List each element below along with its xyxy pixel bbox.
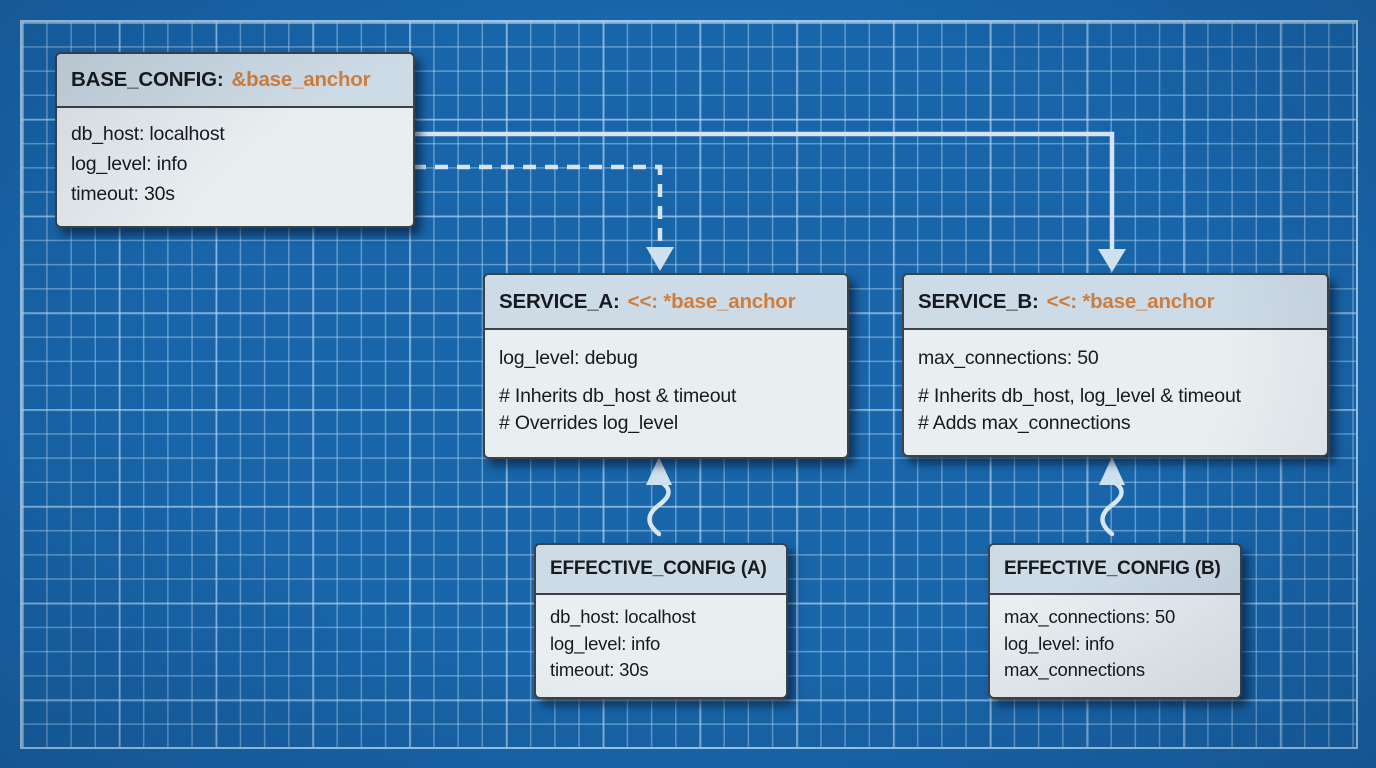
effective-config-b-header: EFFECTIVE_CONFIG (B): [990, 545, 1240, 595]
service-a-title: SERVICE_A:: [499, 289, 620, 313]
service-b-box: SERVICE_B: <<: *base_anchor max_connecti…: [902, 273, 1329, 457]
arrowhead-up-icon: [646, 457, 672, 485]
service-a-box: SERVICE_A: <<: *base_anchor log_level: d…: [483, 273, 849, 459]
effective-config-a-title: EFFECTIVE_CONFIG (A): [550, 558, 767, 579]
wave-merge-arrow-b: [1099, 457, 1125, 537]
service-b-merge-label: <<: *base_anchor: [1046, 289, 1215, 313]
config-line: max_connections: 50: [1004, 606, 1176, 627]
config-line: log_level: info: [1004, 632, 1115, 654]
service-a-merge-label: <<: *base_anchor: [627, 289, 796, 313]
effective-config-b-title: EFFECTIVE_CONFIG (B): [1004, 558, 1221, 579]
effective-config-a-box: EFFECTIVE_CONFIG (A) db_host: localhost …: [534, 543, 788, 699]
comment-line: # Adds max_connections: [918, 412, 1131, 434]
base-config-title: BASE_CONFIG:: [71, 68, 224, 91]
comment-line: # Inherits db_host, log_level & timeout: [918, 385, 1241, 407]
comment-line: # Overrides log_level: [499, 412, 678, 434]
service-a-comments: # Inherits db_host & timeout # Overrides…: [499, 383, 833, 437]
arrowhead-up-icon: [1099, 457, 1125, 485]
base-config-box: BASE_CONFIG: &base_anchor db_host: local…: [55, 52, 415, 228]
service-a-body: log_level: debug # Inherits db_host & ti…: [485, 330, 847, 437]
effective-config-b-box: EFFECTIVE_CONFIG (B) max_connections: 50…: [988, 543, 1242, 699]
arrowhead-down-icon: [1098, 249, 1126, 272]
base-config-anchor-label: &base_anchor: [231, 68, 371, 91]
config-line: timeout: 30s: [71, 183, 175, 205]
config-line: max_connections: [1004, 659, 1145, 680]
base-config-body: db_host: localhost log_level: info timeo…: [57, 108, 413, 209]
config-line: db_host: localhost: [550, 606, 696, 627]
dashed-inherit-arrow-to-service-a: [413, 164, 674, 271]
config-line: timeout: 30s: [550, 659, 649, 680]
effective-config-a-body: db_host: localhost log_level: info timeo…: [536, 595, 786, 684]
service-b-body: max_connections: 50 # Inherits db_host, …: [904, 330, 1327, 437]
service-a-header: SERVICE_A: <<: *base_anchor: [485, 275, 847, 330]
service-b-comments: # Inherits db_host, log_level & timeout …: [918, 383, 1313, 437]
effective-config-a-header: EFFECTIVE_CONFIG (A): [536, 545, 786, 595]
service-b-title: SERVICE_B:: [918, 289, 1039, 313]
arrowhead-down-icon: [646, 247, 674, 271]
effective-config-b-body: max_connections: 50 log_level: info max_…: [990, 595, 1240, 684]
wave-merge-arrow-a: [646, 457, 672, 537]
base-config-header: BASE_CONFIG: &base_anchor: [57, 54, 413, 108]
config-line: db_host: localhost: [71, 123, 225, 145]
solid-inherit-arrow-to-service-b: [412, 131, 1126, 272]
config-line: max_connections: 50: [918, 347, 1099, 369]
config-line: log_level: info: [71, 153, 188, 175]
service-b-header: SERVICE_B: <<: *base_anchor: [904, 275, 1327, 330]
config-line: log_level: info: [550, 632, 661, 654]
config-line: log_level: debug: [499, 347, 638, 369]
comment-line: # Inherits db_host & timeout: [499, 385, 737, 407]
